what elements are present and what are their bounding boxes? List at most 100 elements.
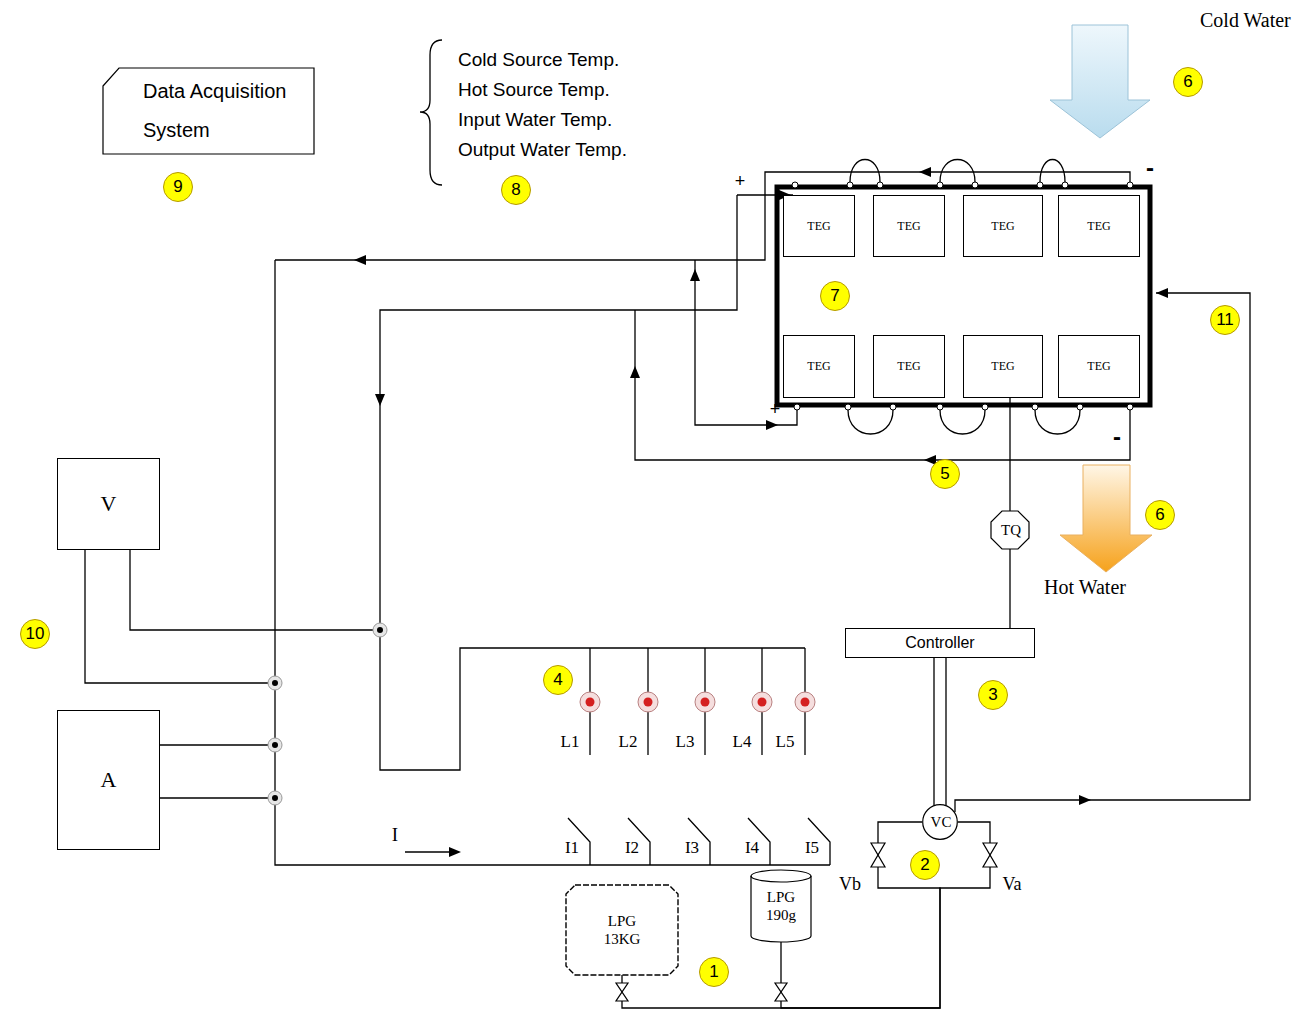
node-text: TEG xyxy=(807,219,830,233)
label-text: Output Water Temp. xyxy=(458,140,627,161)
valve-symbol xyxy=(871,843,885,867)
node-text: TEG xyxy=(991,219,1014,233)
lamp-symbol xyxy=(580,692,600,712)
hot-water-arrow xyxy=(1060,465,1152,572)
valve-symbol xyxy=(775,983,787,1001)
teg-module: TEG xyxy=(873,195,945,257)
lamp-symbol xyxy=(752,692,772,712)
label-text: Va xyxy=(1003,875,1022,895)
series-loop xyxy=(848,410,1080,434)
label-text: - xyxy=(1146,155,1154,181)
gas-canister: LPG 190g xyxy=(751,870,811,942)
node-text: V xyxy=(101,491,117,517)
label-text: L2 xyxy=(619,733,638,752)
voltmeter-box: V xyxy=(57,458,160,550)
callout-number: 11 xyxy=(1210,305,1240,335)
arrowheads xyxy=(354,167,1168,857)
wire xyxy=(635,310,1130,460)
node-text: TEG xyxy=(1087,219,1110,233)
node-outline xyxy=(566,885,678,975)
acquisition-box: Data Acquisition System xyxy=(103,68,314,154)
callout-number: 5 xyxy=(930,459,960,489)
node-text: Data Acquisition System xyxy=(143,72,308,150)
node-text: VC xyxy=(931,813,952,831)
lamp-symbol xyxy=(638,692,658,712)
label-text: Input Water Temp. xyxy=(458,110,612,131)
callout-number: 8 xyxy=(501,175,531,205)
label-text: L1 xyxy=(561,733,580,752)
lamps-and-switches xyxy=(568,648,830,865)
callout-number: 6 xyxy=(1173,67,1203,97)
wire xyxy=(380,195,805,770)
lamp-symbol xyxy=(795,692,815,712)
label-text: Cold Source Temp. xyxy=(458,50,619,71)
label-text: I3 xyxy=(685,839,699,858)
thermostat-symbol: TQ xyxy=(991,511,1029,549)
wire xyxy=(85,550,268,683)
callout-number: 4 xyxy=(543,665,573,695)
node-outline xyxy=(751,870,811,942)
node-text: LPG 190g xyxy=(759,888,803,924)
node-text: TEG xyxy=(897,219,920,233)
teg-module: TEG xyxy=(963,195,1043,257)
teg-module: TEG xyxy=(1058,195,1140,257)
junction-dots xyxy=(268,623,387,805)
label-text: L3 xyxy=(676,733,695,752)
lamp-symbol xyxy=(695,692,715,712)
callout-number: 9 xyxy=(163,172,193,202)
series-loop xyxy=(850,160,1065,183)
node-text: TEG xyxy=(1087,359,1110,373)
node-text: TEG xyxy=(991,359,1014,373)
water-pipe xyxy=(955,293,1250,812)
label-text: + xyxy=(770,400,781,420)
label-text: Cold Water xyxy=(1200,9,1291,31)
controller-box: Controller xyxy=(845,628,1035,658)
label-text: Vb xyxy=(839,875,861,895)
label-text: L4 xyxy=(733,733,752,752)
node-text: TQ xyxy=(1001,521,1021,539)
pipe-connector xyxy=(934,658,946,806)
node-text: TEG xyxy=(807,359,830,373)
pipe-connector xyxy=(1009,549,1010,628)
label-text: Hot Water xyxy=(1044,576,1126,598)
lamp-core xyxy=(586,698,595,707)
label-text: - xyxy=(1113,424,1121,450)
node-text: TEG xyxy=(897,359,920,373)
label-text: + xyxy=(735,172,746,192)
teg-module: TEG xyxy=(1058,335,1140,398)
pipe-connector xyxy=(1009,398,1010,511)
node-text: Controller xyxy=(905,633,974,652)
label-text: Hot Source Temp. xyxy=(458,80,610,101)
teg-module: TEG xyxy=(963,335,1043,398)
bracket xyxy=(420,40,442,185)
teg-panel xyxy=(777,187,1150,405)
valve-symbol xyxy=(983,843,997,867)
cold-water-arrow xyxy=(1050,25,1150,138)
teg-module: TEG xyxy=(783,195,855,257)
pipe-connector xyxy=(781,822,990,1008)
wire xyxy=(160,744,268,745)
wire xyxy=(130,550,373,630)
label-text: I2 xyxy=(625,839,639,858)
valve-symbol xyxy=(616,983,628,1001)
teg-module: TEG xyxy=(783,335,855,398)
callout-number: 6 xyxy=(1145,500,1175,530)
lamp-core xyxy=(701,698,710,707)
wire xyxy=(695,260,797,425)
label-text: I4 xyxy=(745,839,759,858)
lamp-core xyxy=(758,698,767,707)
label-text: I1 xyxy=(565,839,579,858)
callout-number: 2 xyxy=(910,850,940,880)
callout-number: 7 xyxy=(820,281,850,311)
callout-number: 1 xyxy=(699,957,729,987)
teg-module: TEG xyxy=(873,335,945,398)
lamp-core xyxy=(644,698,653,707)
control-valve: VC xyxy=(922,804,958,840)
node-text: A xyxy=(101,767,117,793)
gas-cylinder: LPG 13KG xyxy=(566,885,678,975)
callout-number: 3 xyxy=(978,680,1008,710)
label-text: I5 xyxy=(805,839,819,858)
ammeter-box: A xyxy=(57,710,160,850)
lamp-core xyxy=(801,698,810,707)
